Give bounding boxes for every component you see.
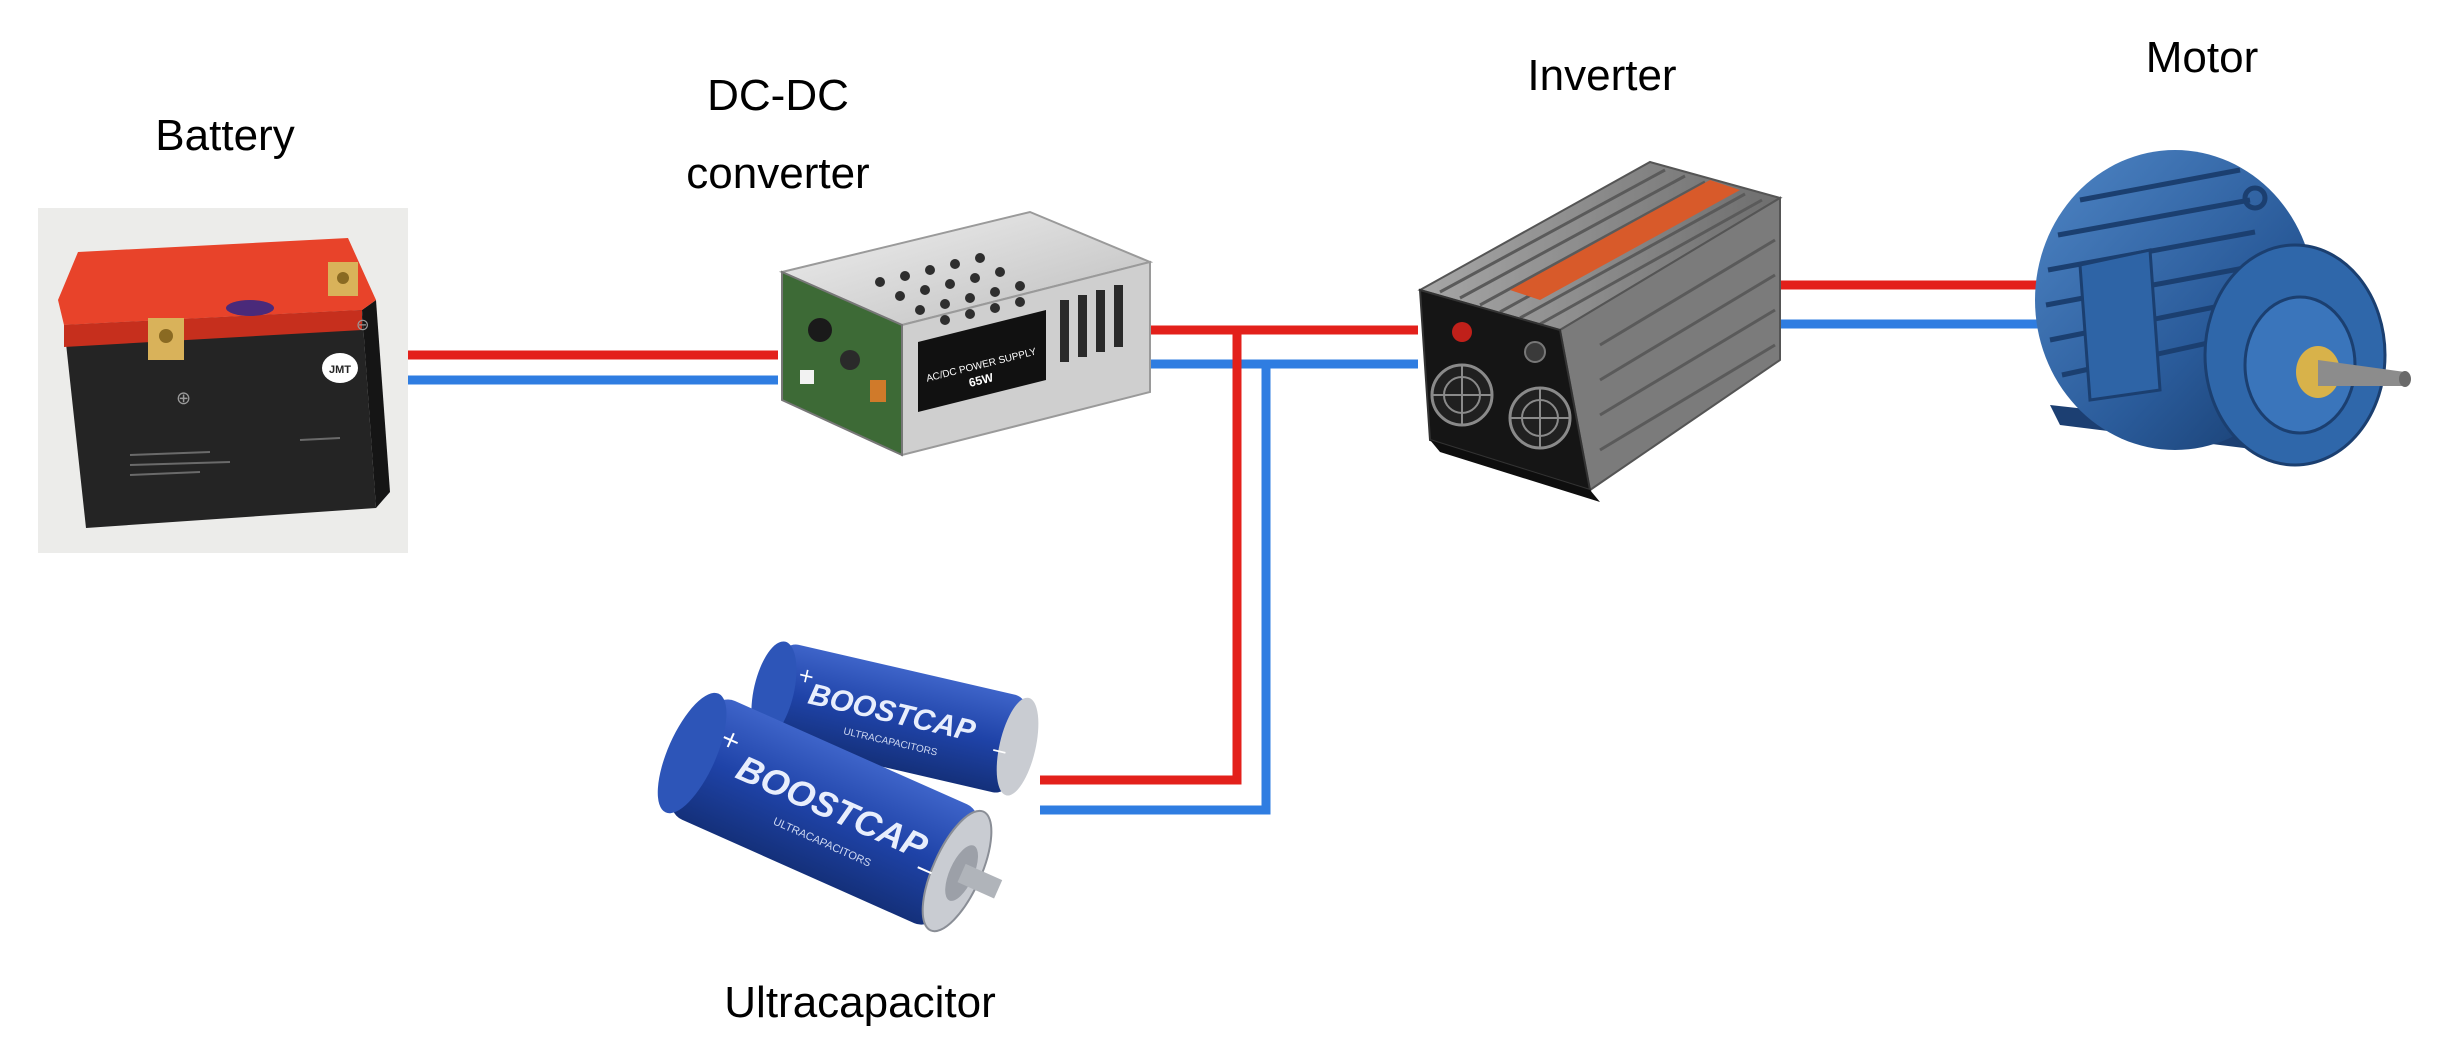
motor-image	[2035, 150, 2411, 465]
wires	[408, 285, 2045, 810]
motor-label: Motor	[2146, 33, 2258, 82]
ultracapacitor-image: BOOSTCAP ULTRACAPACITORS + − BOOSTCAP UL…	[644, 637, 1047, 949]
inverter-fan-left	[1432, 365, 1492, 425]
inverter-fan-right	[1510, 388, 1570, 448]
battery-terminal-negative	[328, 262, 358, 296]
battery-indicator	[226, 300, 274, 316]
motor-shaft-end	[2399, 371, 2411, 387]
battery-plus-symbol: ⊕	[176, 388, 191, 409]
battery-image: JMT ⊕ ⊖	[38, 208, 408, 553]
motor-terminal-box	[2080, 250, 2160, 400]
inverter-label: Inverter	[1527, 51, 1676, 100]
dcdc-label-line2: converter	[686, 149, 869, 198]
battery-minus-symbol: ⊖	[356, 315, 369, 334]
battery-label: Battery	[155, 111, 294, 160]
component-labels: Battery DC-DC converter Inverter Motor U…	[155, 33, 2258, 1027]
battery-logo: JMT	[322, 353, 358, 383]
inverter-image	[1420, 162, 1780, 502]
inverter-terminal-negative	[1525, 342, 1545, 362]
inverter-terminal-positive	[1452, 322, 1472, 342]
dcdc-converter-image: AC/DC POWER SUPPLY 65W	[782, 212, 1150, 455]
svg-text:JMT: JMT	[329, 364, 351, 376]
dcdc-label-line1: DC-DC	[707, 71, 849, 120]
wire-negative-ultracap-branch	[1040, 364, 1266, 810]
ultracapacitor-label: Ultracapacitor	[724, 978, 995, 1027]
battery-terminal-positive	[148, 318, 184, 360]
